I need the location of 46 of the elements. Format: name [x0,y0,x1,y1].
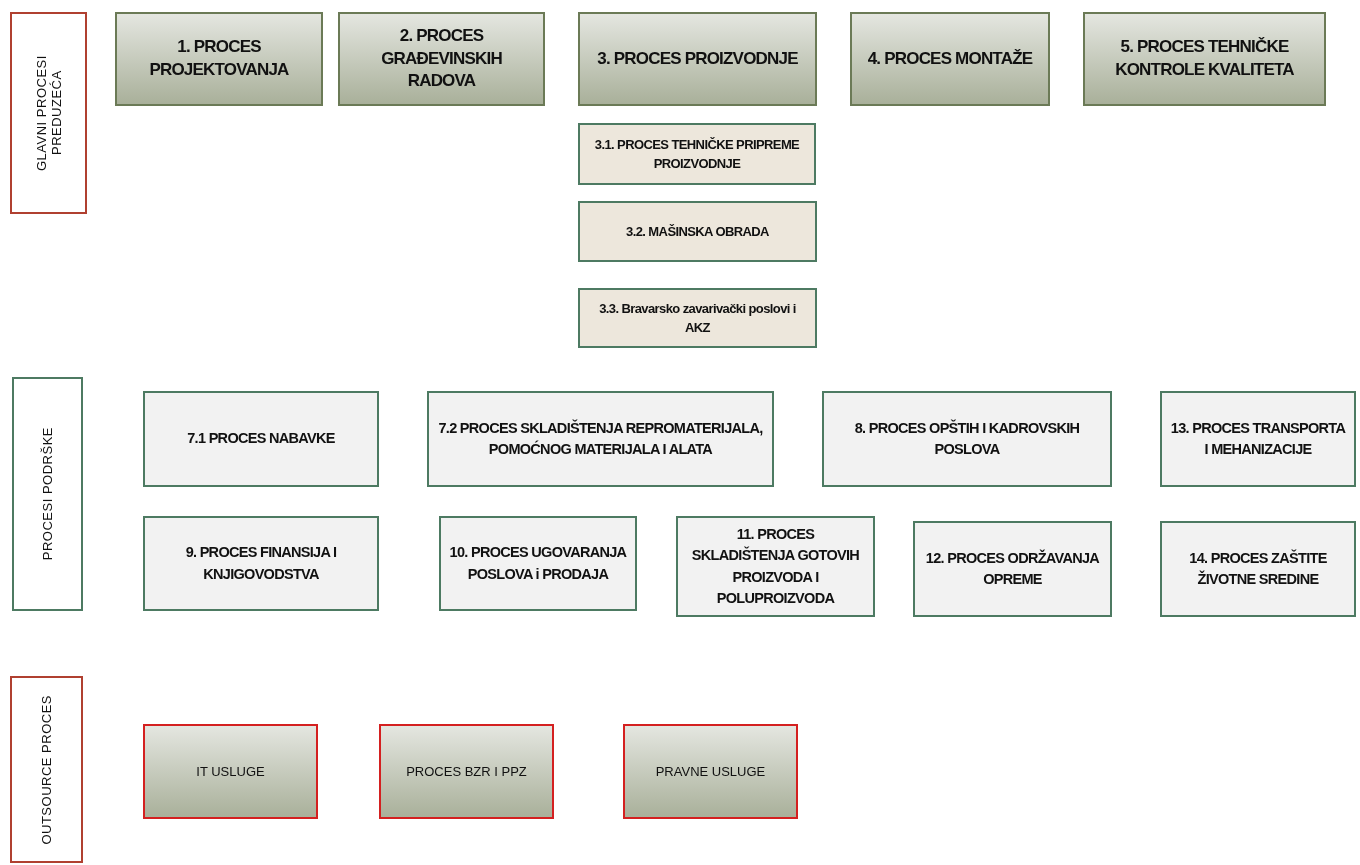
outsource-box [143,724,318,819]
group-label-box [10,676,83,863]
process-box [115,12,323,106]
group-label-box [12,377,83,611]
process-box [578,12,817,106]
subprocess-box [578,123,816,185]
process-label: 5. PROCES TEHNIČKE KONTROLE KVALITETA [1114,36,1295,81]
process-box [1083,12,1326,106]
process-box [1160,521,1356,617]
process-box [439,516,637,611]
process-label: 3.3. Bravarsko zavarivački poslovi i AKZ [598,299,797,337]
process-label: GLAVNI PROCESI PREDUZEĆA [32,54,65,173]
process-box [676,516,875,617]
subprocess-box [578,288,817,348]
outsource-box [623,724,798,819]
process-box [338,12,545,106]
process-label: 8. PROCES OPŠTIH I KADROVSKIH POSLOVA [853,418,1081,459]
process-label: 3.2. MAŠINSKA OBRADA [625,222,770,241]
process-box [850,12,1050,106]
process-label: IT USLUGE [195,763,266,781]
group-label-box [10,12,87,214]
process-label: PROCESI PODRŠKE [39,426,56,563]
process-box [913,521,1112,617]
process-label: 13. PROCES TRANSPORTA I MEHANIZACIJE [1169,419,1347,459]
process-label: 7.2 PROCES SKLADIŠTENJA REPROMATERIJALA, POMOĆNOG MATERIJALA I ALATA [437,418,764,459]
process-label: 7.1 PROCES NABAVKE [186,429,336,449]
process-label: 11. PROCES SKLADIŠTENJA GOTOVIH PROIZVODA I POLUPROIZVODA [690,525,861,608]
process-label: 2. PROCES GRAĐEVINSKIH RADOVA [380,24,503,93]
process-label: PRAVNE USLUGE [654,763,767,781]
process-label: OUTSOURCE PROCES [38,693,55,847]
process-label: 12. PROCES ODRŽAVANJA OPREME [924,548,1101,589]
process-box [143,391,379,487]
process-box [143,516,379,611]
process-label: 4. PROCES MONTAŽE [866,47,1034,70]
outsource-box [379,724,554,819]
process-label: 10. PROCES UGOVARANJA POSLOVA i PRODAJA [448,543,628,584]
process-label: 3. PROCES PROIZVODNJE [596,47,799,70]
process-box [427,391,774,487]
process-label: 3.1. PROCES TEHNIČKE PRIPREME PROIZVODNJE [593,135,801,173]
process-label: PROCES BZR I PPZ [405,763,528,781]
process-label: 1. PROCES PROJEKTOVANJA [148,36,290,81]
process-box [1160,391,1356,487]
process-label: 9. PROCES FINANSIJA I KNJIGOVODSTVA [184,543,338,584]
process-label: 14. PROCES ZAŠTITE ŽIVOTNE SREDINE [1188,548,1328,589]
subprocess-box [578,201,817,262]
process-box [822,391,1112,487]
